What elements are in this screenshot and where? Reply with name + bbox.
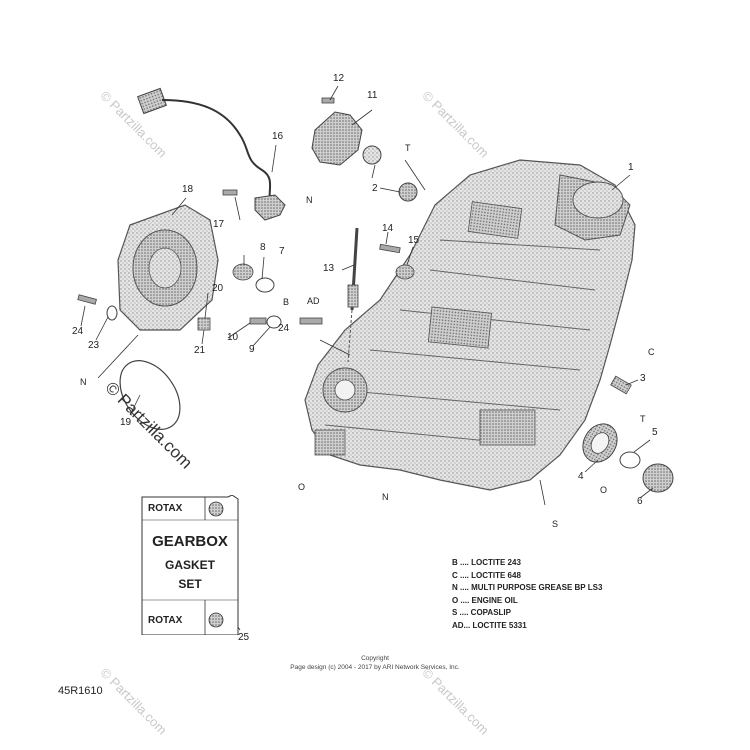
callout-6[interactable]: 6 <box>637 496 643 507</box>
kit-brand-top: ROTAX <box>148 503 183 514</box>
callout-14[interactable]: 14 <box>382 223 394 234</box>
symbol-t: T <box>405 143 411 153</box>
symbol-o-oil-2: O <box>600 485 608 495</box>
sensor-wire <box>137 87 286 221</box>
callout-16[interactable]: 16 <box>272 131 284 142</box>
symbol-t-2: T <box>640 414 646 424</box>
legend-item: B .... LOCTITE 243 <box>452 558 521 567</box>
callout-18[interactable]: 18 <box>182 184 194 195</box>
sealant-legend: B .... LOCTITE 243 C .... LOCTITE 648 N … <box>452 557 602 632</box>
callout-10[interactable]: 10 <box>227 332 239 343</box>
symbol-n-grease-3: N <box>382 492 389 502</box>
symbol-c-loctite: C <box>648 347 655 357</box>
kit-title-gasket: GASKET <box>164 558 215 572</box>
symbol-n-grease: N <box>306 195 313 205</box>
callout-15[interactable]: 15 <box>408 235 420 246</box>
kit-box-outline <box>141 495 239 635</box>
callout-1[interactable]: 1 <box>628 162 634 173</box>
small-parts <box>77 97 674 493</box>
engine-crankcase <box>304 159 636 491</box>
legend-item: S .... COPASLIP <box>452 608 511 617</box>
callout-23[interactable]: 23 <box>88 340 100 351</box>
kit-brand-bottom: ROTAX <box>148 615 183 626</box>
kit-emblem-icon-bottom <box>208 612 224 628</box>
callout-3[interactable]: 3 <box>640 373 646 384</box>
callout-19[interactable]: 19 <box>120 417 132 428</box>
legend-item: O .... ENGINE OIL <box>452 595 518 605</box>
leader-lines <box>80 85 654 631</box>
callout-17[interactable]: 17 <box>213 219 225 230</box>
callout-2[interactable]: 2 <box>372 183 378 194</box>
pump-housing <box>311 111 418 202</box>
kit-title-set: SET <box>178 577 202 591</box>
callout-25[interactable]: 25 <box>238 632 250 643</box>
callout-11[interactable]: 11 <box>367 90 378 101</box>
callout-9[interactable]: 9 <box>249 344 255 355</box>
legend-item: N .... MULTI PURPOSE GREASE BP LS3 <box>452 583 603 592</box>
gasket-kit-package[interactable]: ROTAX GEARBOX GASKET SET ROTAX <box>140 495 240 635</box>
symbol-s-copaslip: S <box>552 519 559 529</box>
diagram-code: 45R1610 <box>58 685 103 697</box>
kit-title-gearbox: GEARBOX <box>152 533 228 550</box>
callout-13[interactable]: 13 <box>323 263 335 274</box>
callout-4[interactable]: 4 <box>578 471 584 482</box>
symbol-b-loctite: B <box>283 297 290 307</box>
symbol-ad-loctite: AD <box>307 296 320 306</box>
callout-7[interactable]: 7 <box>279 246 285 257</box>
copyright-text: Page design (c) 2004 - 2017 by ARI Netwo… <box>290 664 460 671</box>
callout-24-left[interactable]: 24 <box>72 326 84 337</box>
symbol-n-grease-2: N <box>80 377 87 387</box>
callout-8[interactable]: 8 <box>260 242 266 253</box>
dipstick <box>347 227 359 363</box>
callout-24-center[interactable]: 24 <box>278 323 290 334</box>
copyright-heading: Copyright <box>361 655 389 662</box>
legend-item: AD... LOCTITE 5331 <box>452 620 527 630</box>
legend-item: C .... LOCTITE 648 <box>452 570 521 580</box>
kit-emblem-icon-top <box>208 501 224 517</box>
callout-21[interactable]: 21 <box>194 345 206 356</box>
symbol-o-oil: O <box>298 482 306 492</box>
callout-5[interactable]: 5 <box>652 427 658 438</box>
gearbox-cover <box>117 204 219 331</box>
callout-20[interactable]: 20 <box>212 283 224 294</box>
callout-12[interactable]: 12 <box>333 73 345 84</box>
